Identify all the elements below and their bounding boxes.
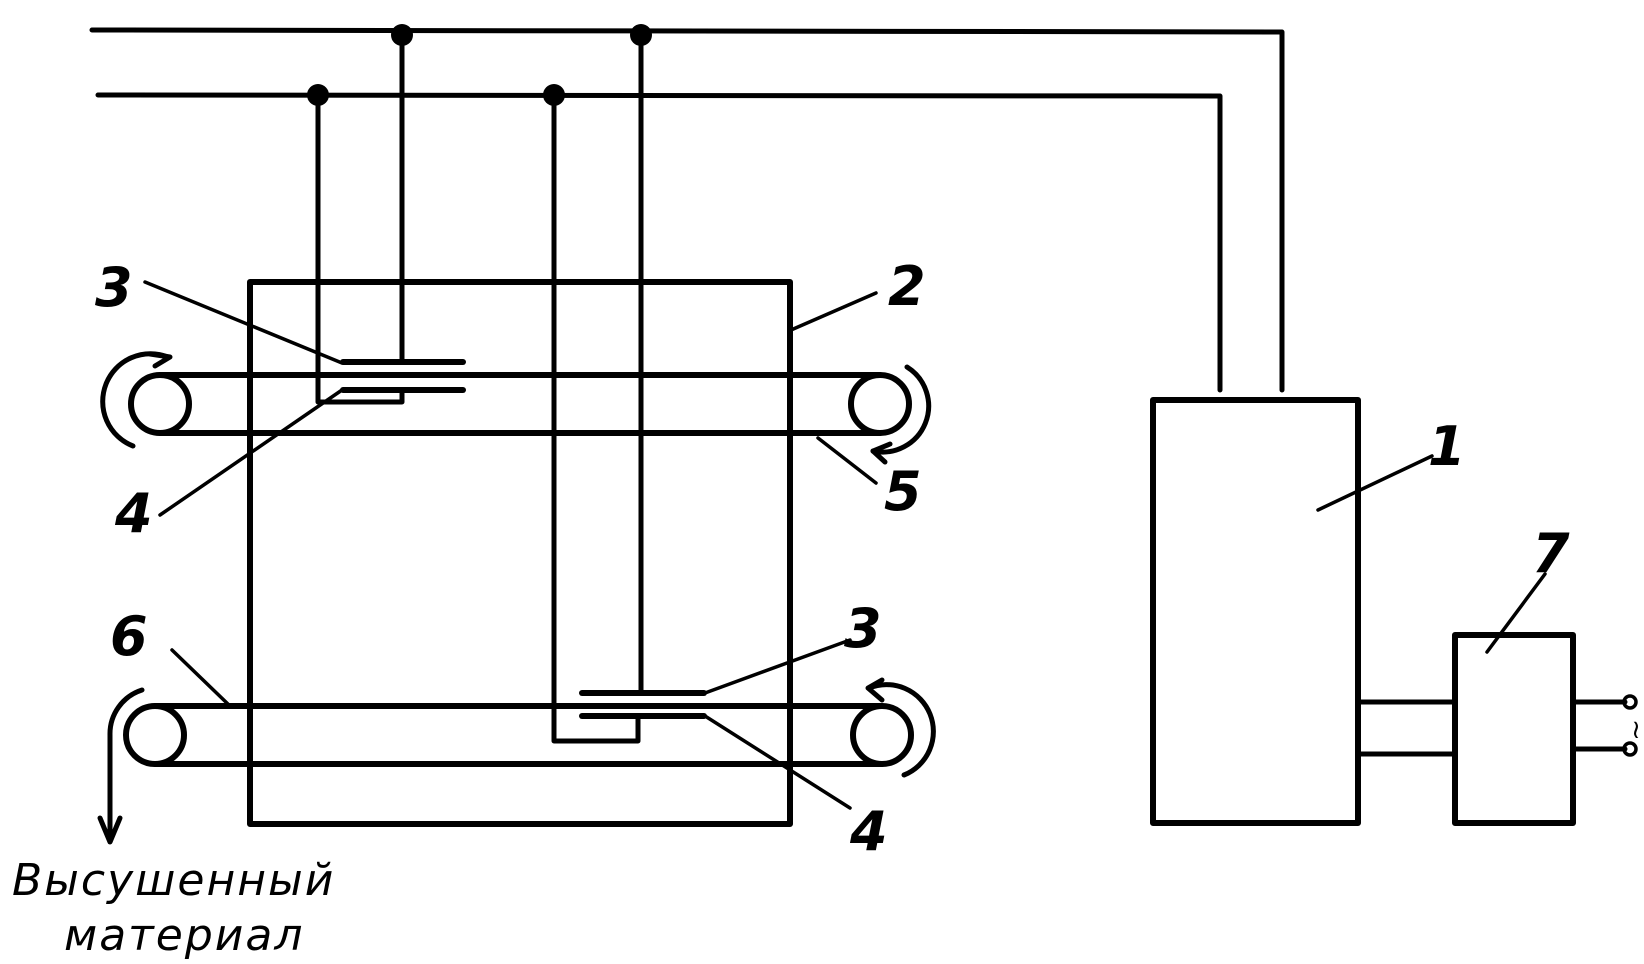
mains-terminals: ~ (1570, 694, 1644, 757)
drying-chamber (247, 279, 793, 827)
caption-line-2: материал (64, 910, 304, 961)
leader-line (158, 388, 344, 517)
label-belt-top: 5 (884, 460, 922, 523)
leader-line (703, 714, 852, 810)
output-caption: Высушенный материал (12, 855, 335, 961)
terminal-lower (1622, 741, 1638, 757)
rotation-arrow-bottom-left (107, 687, 145, 843)
rotation-arrow-top-left (100, 351, 171, 449)
leader-line (703, 638, 852, 695)
label-generator: 1 (1428, 415, 1466, 478)
output-arrow-head (97, 815, 123, 845)
bus-line-lower (95, 92, 1223, 393)
label-electrode-bottom-lower: 4 (849, 800, 888, 863)
callout-numbers: 3 4 2 5 6 3 4 1 7 (95, 255, 1570, 863)
bus-line-upper (89, 27, 1285, 393)
label-electrode-top-upper: 3 (95, 256, 133, 319)
rotation-arrow-top-right (870, 364, 932, 455)
leader-line (789, 291, 878, 332)
leader-line (1316, 454, 1434, 512)
arrow-head (147, 351, 173, 369)
top-conveyor-right-roller (848, 372, 912, 436)
leader-lines (143, 280, 1547, 810)
top-electrode-feeders (315, 32, 405, 405)
ac-symbol: ~ (1621, 719, 1644, 741)
label-electrode-bottom-upper: 3 (844, 597, 882, 660)
rotation-arrow-bottom-right (866, 682, 936, 778)
hf-generator (1150, 397, 1361, 826)
feeder-wire-top-lower (315, 92, 405, 405)
leader-line (816, 436, 878, 485)
hf-bus-lines (89, 27, 1285, 393)
power-unit (1452, 632, 1576, 826)
caption-line-1: Высушенный (12, 855, 335, 906)
bottom-conveyor (97, 677, 936, 845)
bottom-conveyor-right-roller (850, 703, 914, 767)
top-conveyor-left-roller (128, 372, 192, 436)
leader-line (143, 280, 344, 365)
arrow-head (870, 441, 893, 465)
label-belt-bottom: 6 (110, 605, 148, 668)
leader-line (170, 648, 232, 708)
feeder-wire-bottom-lower (551, 92, 641, 744)
label-power-unit: 7 (1532, 522, 1570, 585)
bottom-conveyor-left-roller (123, 703, 187, 767)
leader-line (1485, 572, 1547, 654)
arrow-head (865, 677, 885, 703)
bottom-electrode-feeders (551, 32, 644, 744)
top-conveyor (100, 351, 932, 465)
label-chamber: 2 (888, 255, 926, 318)
electrodes (340, 359, 707, 719)
terminal-upper (1622, 694, 1638, 710)
generator-power-links (1355, 699, 1458, 757)
label-electrode-top-lower: 4 (114, 482, 153, 545)
